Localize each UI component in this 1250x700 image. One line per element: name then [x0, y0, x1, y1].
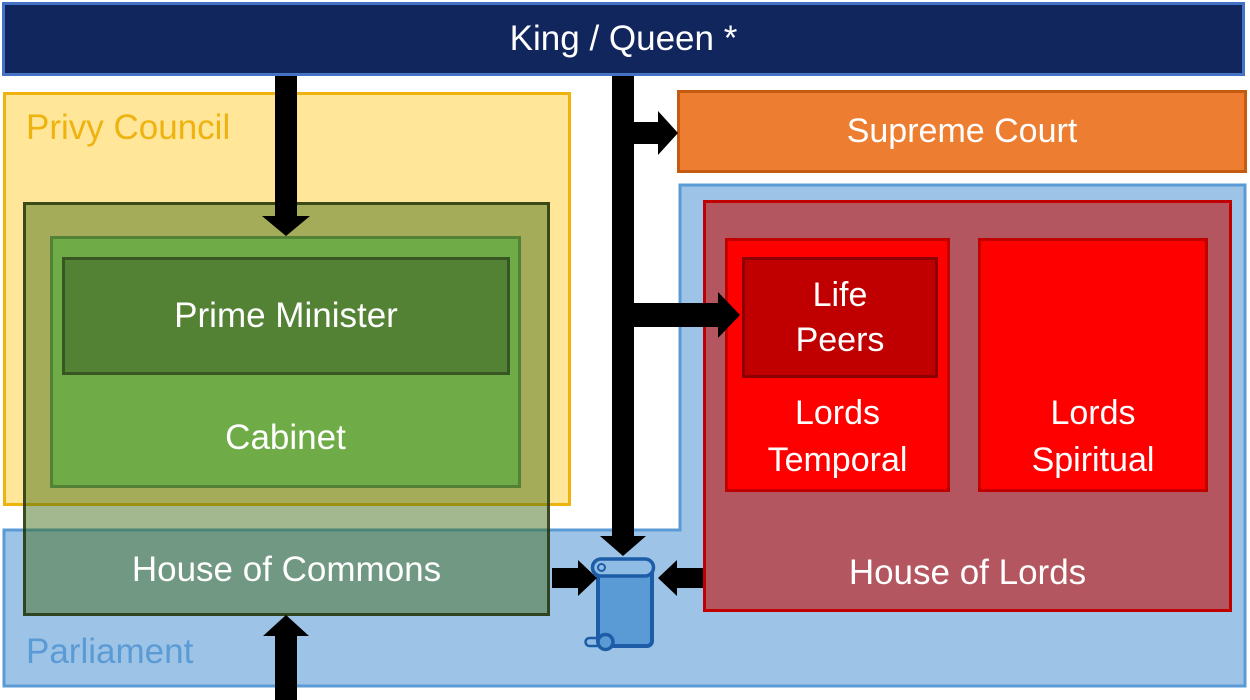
scroll-bottom-curl: [596, 632, 615, 652]
arrow-king-to-scroll: [600, 76, 646, 556]
arrow-king-to-life-peers: [634, 292, 740, 338]
supreme-court-box: Supreme Court: [677, 90, 1247, 173]
arrows: [262, 76, 740, 700]
life-peers-label: Life Peers: [795, 275, 885, 359]
prime-minister-label: Prime Minister: [174, 296, 398, 335]
king-queen-label: King / Queen *: [509, 19, 738, 58]
arrow-bottom-to-commons: [263, 615, 309, 700]
scroll-top-roll: [590, 557, 656, 578]
arrow-king-to-privy-council: [262, 76, 310, 236]
life-peers-box: Life Peers: [742, 257, 938, 378]
legislation-scroll-icon: [584, 557, 656, 652]
scroll-top-roll-end: [597, 563, 606, 572]
arrow-commons-to-scroll: [552, 560, 597, 596]
supreme-court-label: Supreme Court: [846, 112, 1078, 150]
lords-spiritual-box: [978, 238, 1208, 492]
arrow-lords-to-scroll: [658, 560, 703, 596]
king-queen-banner: King / Queen *: [2, 2, 1245, 76]
arrow-king-to-supreme-court: [634, 111, 678, 155]
prime-minister-box: Prime Minister: [62, 257, 510, 375]
